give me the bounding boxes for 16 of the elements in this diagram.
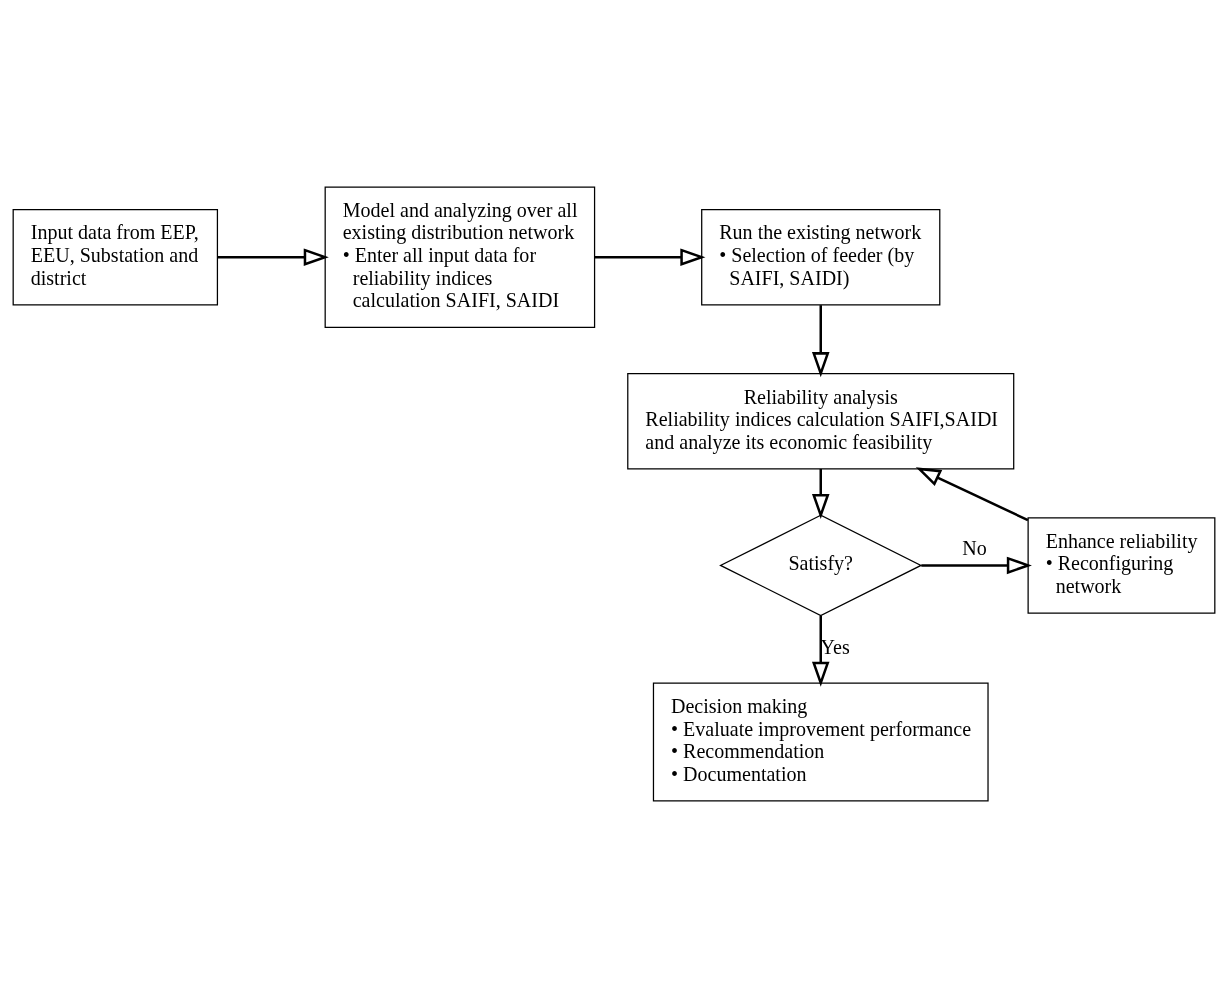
- arrow: [594, 247, 706, 266]
- node-diamond: Satisfy?: [719, 514, 923, 616]
- arrow: [811, 615, 830, 687]
- node-box: Reliability analysis Reliability indices calculation SAIFI,SAIDI and analyze its economic feasibility: [627, 372, 1015, 470]
- edge-label: No: [962, 536, 987, 559]
- arrow: [921, 556, 1032, 574]
- node-box: Run the existing network • Selection of feeder (by SAIFI, SAIDI): [701, 208, 941, 305]
- node-box: Model and analyzing over all existing distribution network • Enter all input data for reliability indices calculation SAIFI, SAIDI: [324, 185, 596, 328]
- arrow: [217, 247, 329, 266]
- arrow: [811, 304, 830, 377]
- arrow: [915, 466, 1029, 521]
- node-box: Input data from EEP, EEU, Substation and district: [12, 208, 219, 305]
- node-box: Enhance reliability • Reconfiguring network: [1027, 516, 1216, 614]
- edge-label: Yes: [820, 635, 850, 658]
- arrow: [811, 468, 830, 519]
- node-box: Decision making • Evaluate improvement performance • Recommendation • Documentation: [652, 682, 989, 802]
